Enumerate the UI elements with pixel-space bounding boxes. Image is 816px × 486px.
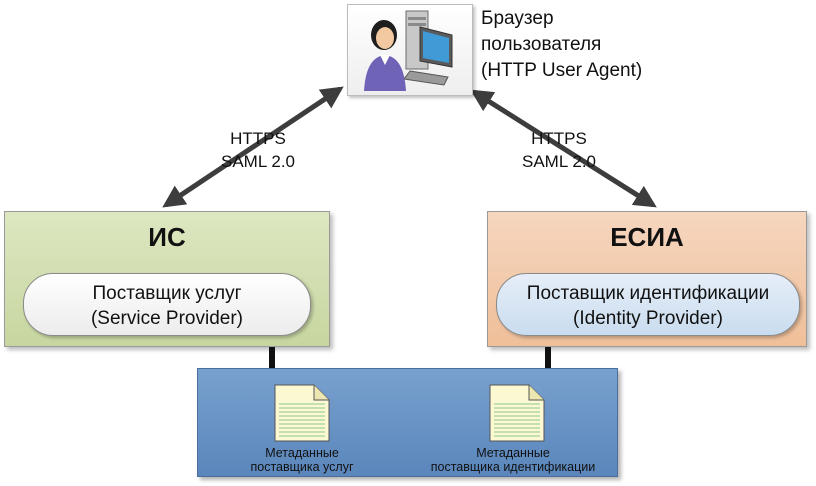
system-is-box: ИС Поставщик услуг (Service Provider): [4, 211, 330, 347]
user-computer-icon: [364, 10, 453, 91]
browser-label-line2: пользователя: [481, 34, 602, 55]
identity-provider-pill: Поставщик идентификации (Identity Provid…: [496, 273, 800, 336]
protocol-left-line1: HTTPS: [230, 129, 286, 148]
identity-provider-line2: (Identity Provider): [573, 308, 723, 329]
service-provider-pill: Поставщик услуг (Service Provider): [23, 273, 311, 336]
arrow-browser-is: [162, 86, 344, 208]
protocol-label-left: HTTPS SAML 2.0: [198, 127, 318, 173]
connector-idp-metadata: [545, 347, 551, 369]
sp-metadata-line1: Метаданные: [265, 446, 339, 460]
system-is-title: ИС: [148, 222, 186, 252]
browser-label-line3: (HTTP User Agent): [481, 60, 643, 81]
document-icon: [274, 384, 330, 442]
identity-provider-line1: Поставщик идентификации: [526, 283, 770, 304]
metadata-panel: Метаданные поставщика услуг Метаданные п…: [197, 368, 618, 477]
browser-label: Браузер пользователя (HTTP User Agent): [481, 6, 681, 84]
protocol-right-line2: SAML 2.0: [521, 152, 597, 171]
arrow-browser-esia: [470, 89, 657, 208]
system-esia-title: ЕСИА: [610, 222, 684, 252]
document-icon: [489, 384, 545, 442]
system-esia-box: ЕСИА Поставщик идентификации (Identity P…: [487, 211, 807, 347]
idp-metadata-label: Метаданные поставщика идентификации: [408, 446, 618, 474]
idp-metadata-line2: поставщика идентификации: [430, 460, 596, 474]
protocol-left-line2: SAML 2.0: [220, 152, 296, 171]
protocol-label-right: HTTPS SAML 2.0: [499, 127, 619, 173]
browser-label-line1: Браузер: [481, 8, 554, 29]
browser-node: [347, 4, 473, 96]
service-provider-line2: (Service Provider): [90, 308, 244, 329]
connector-sp-metadata: [269, 347, 275, 369]
service-provider-line1: Поставщик услуг: [92, 283, 242, 304]
sp-metadata-label: Метаданные поставщика услуг: [212, 446, 392, 474]
protocol-right-line1: HTTPS: [531, 129, 587, 148]
idp-metadata-line1: Метаданные: [476, 446, 550, 460]
sp-metadata-line2: поставщика услуг: [250, 460, 354, 474]
